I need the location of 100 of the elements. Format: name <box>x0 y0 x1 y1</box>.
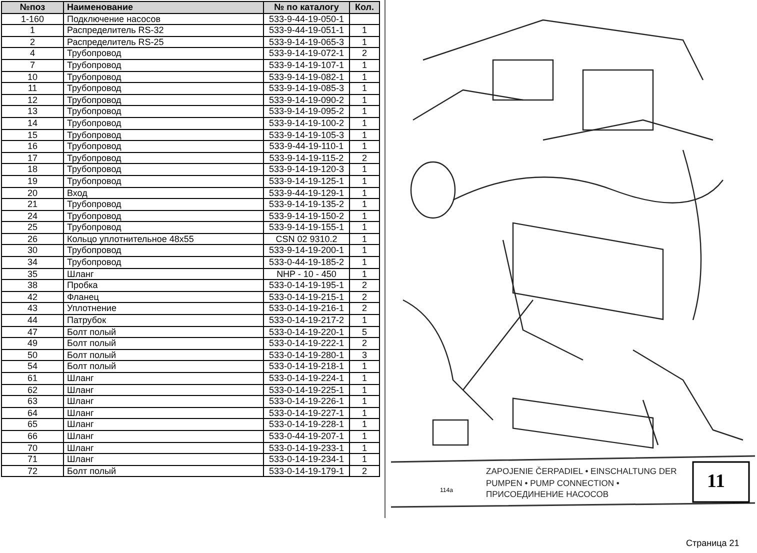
part-name-cell: Болт полый <box>64 360 264 372</box>
catalog-number-cell: 533-0-14-19-226-1 <box>264 396 350 408</box>
catalog-number-cell: 533-0-14-19-216-1 <box>264 302 350 315</box>
catalog-number-cell: 533-9-14-19-090-2 <box>264 94 350 106</box>
quantity-cell: 1 <box>350 129 380 141</box>
part-name-cell: Трубопровод <box>64 129 264 141</box>
catalog-number-cell: NHP - 10 - 450 <box>264 268 350 280</box>
catalog-number-cell: 533-9-44-19-050-1 <box>264 13 350 25</box>
position-number-cell: 49 <box>2 338 64 350</box>
catalog-number-cell: 533-9-14-19-155-1 <box>264 222 350 234</box>
position-number-cell: 1 <box>2 24 64 36</box>
part-name-cell: Трубопровод <box>64 164 264 176</box>
position-number-cell: 11 <box>2 82 64 94</box>
quantity-cell: 2 <box>350 152 380 164</box>
catalog-number-cell: 533-9-14-19-200-1 <box>264 244 350 257</box>
catalog-number-cell: 533-9-14-19-135-2 <box>264 198 350 210</box>
part-name-cell: Пробка <box>64 280 264 292</box>
position-number-cell: 16 <box>2 140 64 152</box>
position-number-cell: 34 <box>2 256 64 268</box>
catalog-number-cell: 533-9-14-19-095-2 <box>264 106 350 118</box>
position-number-cell: 15 <box>2 129 64 141</box>
catalog-number-cell: 533-0-14-19-220-1 <box>264 326 350 338</box>
position-number-cell: 54 <box>2 360 64 372</box>
position-number-cell: 25 <box>2 222 64 234</box>
column-header: Наименование <box>64 2 264 14</box>
quantity-cell: 2 <box>350 465 380 477</box>
quantity-cell: 1 <box>350 314 380 326</box>
quantity-cell: 1 <box>350 164 380 176</box>
quantity-cell: 1 <box>350 442 380 454</box>
catalog-number-cell: 533-0-44-19-185-2 <box>264 256 350 268</box>
position-number-cell: 13 <box>2 106 64 118</box>
quantity-cell: 2 <box>350 291 380 303</box>
position-number-cell: 47 <box>2 326 64 338</box>
position-number-cell: 19 <box>2 175 64 187</box>
part-name-cell: Трубопровод <box>64 210 264 222</box>
quantity-cell: 1 <box>350 233 380 245</box>
quantity-cell: 1 <box>350 418 380 430</box>
quantity-cell: 1 <box>350 94 380 106</box>
catalog-number-cell: 533-9-14-19-100-2 <box>264 117 350 130</box>
column-header: Кол. <box>350 2 380 14</box>
catalog-number-cell: 533-9-14-19-105-3 <box>264 129 350 141</box>
position-number-cell: 61 <box>2 372 64 384</box>
part-name-cell: Шланг <box>64 372 264 384</box>
catalog-number-cell: 533-0-14-19-234-1 <box>264 454 350 466</box>
part-name-cell: Трубопровод <box>64 244 264 257</box>
drawing-title: ZAPOJENIE ČERPADIEL • EINSCHALTUNG DER PUMPEN • PUMP CONNECTION • ПРИСОЕДИНЕНИЕ НАСОСОВ <box>486 466 678 500</box>
position-number-cell: 4 <box>2 48 64 60</box>
quantity-cell: 1 <box>350 36 380 48</box>
part-name-cell: Шланг <box>64 418 264 430</box>
part-name-cell: Трубопровод <box>64 152 264 164</box>
position-number-cell: 62 <box>2 384 64 396</box>
quantity-cell: 1 <box>350 59 380 72</box>
part-name-cell: Болт полый <box>64 338 264 350</box>
part-name-cell: Трубопровод <box>64 82 264 94</box>
catalog-number-cell: 533-0-14-19-228-1 <box>264 418 350 430</box>
part-name-cell: Трубопровод <box>64 140 264 152</box>
catalog-number-cell: CSN 02 9310.2 <box>264 233 350 245</box>
catalog-number-cell: 533-9-44-19-051-1 <box>264 24 350 36</box>
column-header: № по каталогу <box>264 2 350 14</box>
catalog-number-cell: 533-9-14-19-125-1 <box>264 175 350 187</box>
quantity-cell: 1 <box>350 24 380 36</box>
catalog-number-cell: 533-9-14-19-065-3 <box>264 36 350 48</box>
catalog-number-cell: 533-9-14-19-150-2 <box>264 210 350 222</box>
quantity-cell: 1 <box>350 384 380 396</box>
position-number-cell: 21 <box>2 198 64 210</box>
part-name-cell: Шланг <box>64 407 264 419</box>
page-number: Страница 21 <box>686 538 740 548</box>
position-number-cell: 38 <box>2 280 64 292</box>
position-number-cell: 1-160 <box>2 13 64 25</box>
quantity-cell: 2 <box>350 338 380 350</box>
quantity-cell: 1 <box>350 244 380 257</box>
column-header: №поз <box>2 2 64 14</box>
catalog-number-cell: 533-9-14-19-072-1 <box>264 48 350 60</box>
catalog-number-cell: 533-9-44-19-110-1 <box>264 140 350 152</box>
catalog-number-cell: 533-0-14-19-227-1 <box>264 407 350 419</box>
quantity-cell: 5 <box>350 326 380 338</box>
part-name-cell: Шланг <box>64 268 264 280</box>
part-name-cell: Трубопровод <box>64 175 264 187</box>
position-number-cell: 64 <box>2 407 64 419</box>
catalog-number-cell: 533-9-44-19-129-1 <box>264 187 350 199</box>
quantity-cell: 2 <box>350 302 380 315</box>
part-name-cell: Подключение насосов <box>64 13 264 25</box>
part-name-cell: Трубопровод <box>64 59 264 72</box>
quantity-cell: 1 <box>350 198 380 210</box>
part-name-cell: Болт полый <box>64 349 264 361</box>
catalog-number-cell: 533-9-14-19-120-3 <box>264 164 350 176</box>
part-name-cell: Трубопровод <box>64 71 264 83</box>
part-name-cell: Шланг <box>64 396 264 408</box>
part-name-cell: Болт полый <box>64 465 264 477</box>
part-name-cell: Трубопровод <box>64 117 264 130</box>
position-number-cell: 66 <box>2 430 64 442</box>
quantity-cell: 1 <box>350 117 380 130</box>
position-number-cell: 24 <box>2 210 64 222</box>
catalog-number-cell: 533-0-14-19-217-2 <box>264 314 350 326</box>
catalog-number-cell: 533-0-14-19-179-1 <box>264 465 350 477</box>
part-name-cell: Трубопровод <box>64 48 264 60</box>
position-number-cell: 35 <box>2 268 64 280</box>
quantity-cell: 1 <box>350 175 380 187</box>
part-name-cell: Шланг <box>64 442 264 454</box>
quantity-cell: 1 <box>350 210 380 222</box>
